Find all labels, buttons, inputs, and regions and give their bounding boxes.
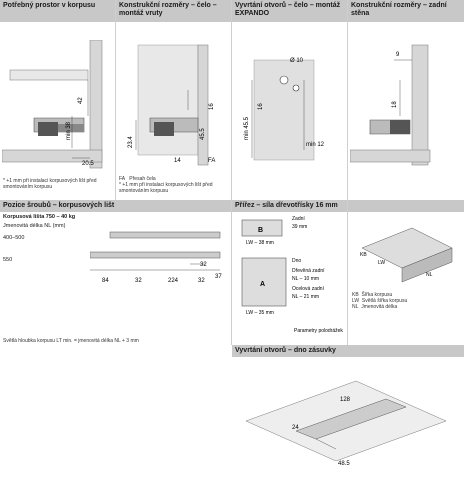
legend-item: LW Světlá šířka korpusu — [352, 298, 408, 304]
dim-128: 128 — [340, 397, 351, 403]
dim-32-c: 32 — [198, 278, 205, 284]
panel-title: Vyvrtání otvorů – dno zásuvky — [232, 345, 464, 357]
dim-20-5: 20.5 — [82, 161, 94, 167]
dim-fa: FA — [208, 158, 215, 164]
box-b-dim: LW – 38 mm — [246, 240, 274, 246]
dim-9: 9 — [396, 52, 400, 58]
panel-back-wall: Konstrukční rozměry – zadní stěna 9 18 — [348, 0, 464, 200]
panel-front-screws: Konstrukční rozměry – čelo – montáž vrut… — [116, 0, 232, 200]
panel-note: * +1 mm při instalaci korpusových lišt p… — [3, 178, 97, 190]
dim-42: 42 — [78, 97, 84, 104]
row-550: 550 — [3, 257, 13, 263]
panel-expando-holes: Vyvrtání otvorů – čelo – montáž EXPANDO … — [232, 0, 348, 200]
fig-label-kb: KB — [360, 252, 367, 258]
panel-cut-chipboard: Přířez – síla dřevotřísky 16 mm B Zadní … — [232, 200, 348, 345]
panel-drawer-iso: KB LW NL KB Šířka korpusu LW Světlá šířk… — [348, 200, 464, 345]
box-a-side-4: NL – 21 mm — [292, 294, 319, 300]
box-b-side2: 39 mm — [292, 224, 307, 230]
panel-title: Potřebný prostor v korpusu — [0, 0, 115, 22]
box-a-extra: Parametry polodrážek — [294, 328, 343, 334]
asterisk-icon: * — [119, 182, 121, 188]
legend-item: NL Jmenovitá délka — [352, 304, 398, 310]
panel-title: Konstrukční rozměry – zadní stěna — [348, 0, 464, 22]
rail-subtitle: Korpusová lišta 750 – 40 kg — [3, 214, 76, 220]
fig-label-nl: NL — [426, 272, 433, 278]
panel-screw-positions: Pozice šroubů – korpusových lišt Korpuso… — [0, 200, 232, 345]
dim-14: 14 — [174, 158, 181, 164]
box-b-side1: Zadní — [292, 216, 305, 222]
legend-item: KB Šířka korpusu — [352, 292, 393, 298]
dim-48-5: 48.5 — [338, 461, 350, 467]
panel-title: Konstrukční rozměry – čelo – montáž vrut… — [116, 0, 231, 22]
dim-diameter-10: Ø 10 — [290, 58, 304, 64]
fig-label-lw: LW — [378, 260, 385, 266]
dim-min-38: min 38 — [66, 121, 72, 140]
asterisk-icon: * — [3, 178, 5, 184]
dim-16: 16 — [209, 103, 215, 110]
panel-title — [348, 200, 464, 212]
drawer-legend: KB Šířka korpusu LW Světlá šířka korpusu… — [352, 292, 460, 310]
dim-32-b: 32 — [135, 278, 142, 284]
panel-legend: FA Přesah čela * +1 mm při instalaci kor… — [119, 176, 213, 194]
panel-drawer-bottom-holes: Vyvrtání otvorů – dno zásuvky 128 24 48.… — [232, 345, 464, 480]
dim-224: 224 — [168, 278, 179, 284]
screw-positions-figure: 32 37 84 32 224 32 — [90, 231, 222, 284]
expando-holes-figure: Ø 10 min 45.5 16 min 12 — [244, 58, 325, 161]
panel-required-space: Potřebný prostor v korpusu 42 min 38 20.… — [0, 0, 116, 200]
dim-24: 24 — [292, 425, 299, 431]
dim-32: 32 — [200, 262, 207, 268]
box-a-label: A — [260, 281, 265, 288]
cut-chipboard-figure: B Zadní 39 mm LW – 38 mm A Dno Dřevěná z… — [241, 216, 343, 334]
dim-min-12: min 12 — [306, 142, 325, 148]
dim-16: 16 — [258, 103, 264, 110]
box-a-dim: LW – 35 mm — [246, 310, 274, 316]
nominal-length-label: Jmenovitá délka NL (mm) — [3, 223, 66, 229]
dim-min-45-5: min 45.5 — [244, 116, 250, 140]
panel-title: Přířez – síla dřevotřísky 16 mm — [232, 200, 347, 212]
panel-title: Vyvrtání otvorů – čelo – montáž EXPANDO — [232, 0, 347, 22]
box-a-side-1: Dřevěná zadní — [292, 268, 325, 274]
depth-note: Světlá hloubka korpusu LT min. = jmenovi… — [3, 338, 139, 344]
dim-45-5: 45.5 — [200, 128, 206, 140]
dim-37: 37 — [215, 274, 222, 280]
front-screws-figure: 16 23.4 45.5 14 FA — [128, 44, 215, 166]
panel-title: Pozice šroubů – korpusových lišt — [0, 200, 231, 212]
dim-18: 18 — [392, 101, 398, 108]
required-space-figure: 42 min 38 20.5 — [2, 40, 103, 169]
box-a-side-0: Dno — [292, 258, 301, 264]
box-a-side-3: Ocelová zadní — [292, 286, 325, 292]
box-a-side-2: NL – 10 mm — [292, 276, 319, 282]
row-400-500: 400–500 — [3, 235, 25, 241]
drawer-bottom-figure: 128 24 48.5 — [245, 380, 447, 467]
dim-84: 84 — [102, 278, 109, 284]
back-wall-figure: 9 18 — [350, 44, 431, 166]
drawer-iso-figure: KB LW NL — [360, 227, 453, 283]
box-b-label: B — [258, 227, 263, 234]
dim-23-4: 23.4 — [128, 136, 134, 148]
